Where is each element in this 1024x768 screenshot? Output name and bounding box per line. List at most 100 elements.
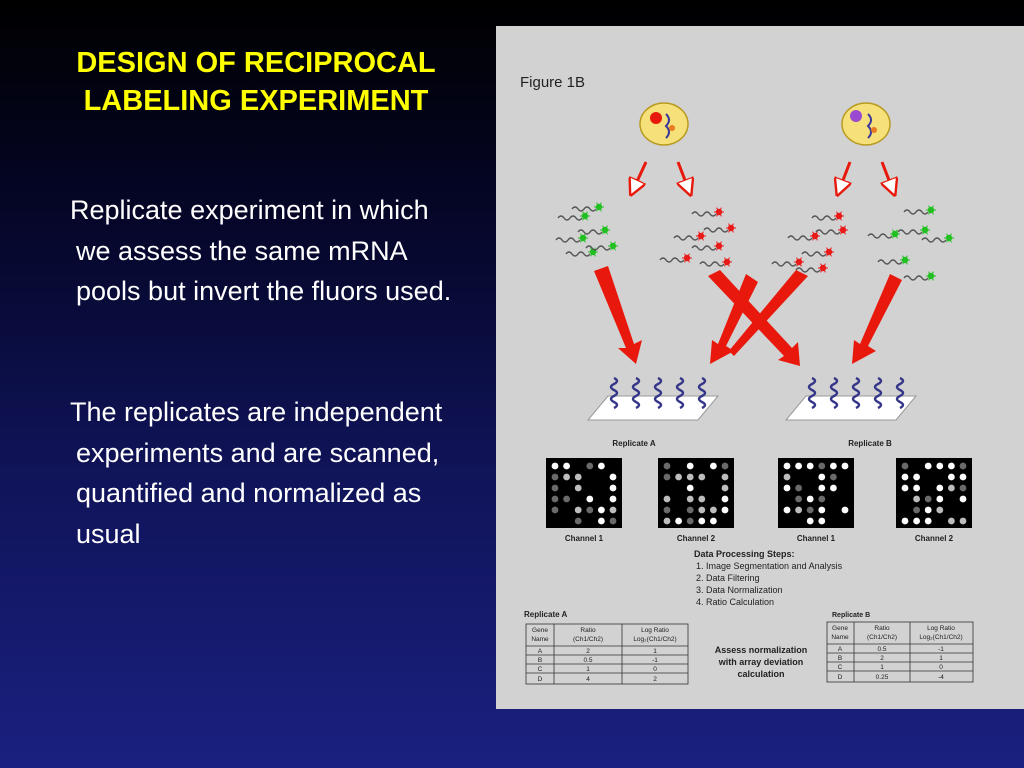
- table-b-cell: 2: [880, 655, 884, 662]
- channel2-label-b: Channel 2: [915, 534, 954, 543]
- table-b-header-ratio-1: Ratio: [874, 625, 890, 632]
- table-b-cell: C: [838, 664, 843, 671]
- table-a-cell: B: [538, 657, 542, 664]
- cell-left-icon: [639, 102, 689, 146]
- table-b-cell: 0.25: [876, 674, 889, 681]
- mrna-strand-icon: [795, 263, 828, 273]
- table-a-cell: 4: [586, 676, 590, 683]
- table-b-header-log-1: Log Ratio: [927, 625, 955, 632]
- table-b-cell: A: [838, 646, 843, 653]
- figure-diagram: Figure 1B: [520, 74, 974, 685]
- step-1: 1. Image Segmentation and Analysis: [696, 561, 843, 571]
- mrna-strand-icon: [571, 202, 604, 212]
- mrna-strand-icon: [699, 257, 732, 267]
- table-b-header-log-2: Log₂(Ch1/Ch2): [919, 634, 962, 641]
- table-b-cell: B: [838, 655, 842, 662]
- table-b-header-gene-2: Name: [831, 634, 849, 641]
- probe-strand-icon: [851, 376, 861, 410]
- mrna-strand-icon: [811, 211, 844, 221]
- channel1-label-a: Channel 1: [565, 534, 604, 543]
- channel2-label-a: Channel 2: [677, 534, 716, 543]
- table-b-cell: 1: [880, 664, 884, 671]
- probe-strand-icon: [697, 376, 707, 410]
- mrna-strand-icon: [897, 225, 930, 235]
- table-b-cell: -4: [938, 674, 944, 681]
- assess-line-2: with array deviation: [718, 657, 804, 667]
- table-b-cell: 0.5: [877, 646, 886, 653]
- replicate-a-label: Replicate A: [612, 439, 655, 448]
- figure-title: Figure 1B: [520, 74, 585, 91]
- mrna-strand-icon: [815, 225, 848, 235]
- step-3: 3. Data Normalization: [696, 585, 783, 595]
- table-b-label: Replicate B: [832, 612, 870, 619]
- microarray-scans: [546, 458, 972, 528]
- probe-strand-icon: [807, 376, 817, 410]
- microarray-scan: [658, 458, 734, 528]
- big-arrows: [594, 266, 902, 366]
- mrna-strand-icon: [659, 253, 692, 263]
- replicate-b-label: Replicate B: [848, 439, 892, 448]
- mrna-strand-icon: [921, 233, 954, 243]
- table-b-cell: D: [838, 674, 843, 681]
- table-a-header-log-1: Log Ratio: [641, 627, 669, 634]
- steps-heading: Data Processing Steps:: [694, 549, 795, 559]
- title-line-2: LABELING EXPERIMENT: [83, 85, 429, 117]
- mrna-strand-icon: [877, 255, 910, 265]
- mrna-strand-icon: [903, 205, 936, 215]
- figure-1b: Figure 1B: [496, 26, 1024, 709]
- table-a-cell: -1: [652, 657, 658, 664]
- mrna-strand-icon: [703, 223, 736, 233]
- table-a-cell: A: [538, 648, 543, 655]
- table-b-cell: 0: [939, 664, 943, 671]
- table-a-header-gene-2: Name: [531, 636, 549, 643]
- table-b: [826, 621, 974, 683]
- table-b-cell: -1: [938, 646, 944, 653]
- table-a-cell: 0: [653, 666, 657, 673]
- probe-strand-icon: [631, 376, 641, 410]
- table-a-cell: 1: [653, 648, 657, 655]
- paragraph-independent: The replicates are independent experimen…: [70, 397, 443, 549]
- step-2: 2. Data Filtering: [696, 573, 760, 583]
- assess-line-3: calculation: [737, 669, 784, 679]
- mrna-strand-icon: [801, 247, 834, 257]
- table-b-header-gene-1: Gene: [832, 625, 848, 632]
- probe-strand-icon: [653, 376, 663, 410]
- mrna-strand-icon: [691, 207, 724, 217]
- microarray-scan: [546, 458, 622, 528]
- mrna-strand-icon: [673, 231, 706, 241]
- mrna-strand-icon: [903, 271, 936, 281]
- mrna-strand-icon: [557, 211, 590, 221]
- table-a-cell: 0.5: [583, 657, 592, 664]
- table-a-cell: 1: [586, 666, 590, 673]
- table-a-header-ratio-1: Ratio: [580, 627, 596, 634]
- table-a-cell: 2: [586, 648, 590, 655]
- probe-strand-icon: [895, 376, 905, 410]
- mrna-strand-icon: [577, 225, 610, 235]
- table-b-cell: 1: [939, 655, 943, 662]
- probe-strand-icon: [873, 376, 883, 410]
- table-a-label: Replicate A: [524, 610, 567, 619]
- table-b-header-ratio-2: (Ch1/Ch2): [867, 634, 897, 641]
- probe-strand-icon: [609, 376, 619, 410]
- table-a-cell: C: [538, 666, 543, 673]
- channel1-label-b: Channel 1: [797, 534, 836, 543]
- mrna-strand-icon: [585, 241, 618, 251]
- table-a-cell: D: [538, 676, 543, 683]
- table-a-header-gene-1: Gene: [532, 627, 548, 634]
- mrna-strand-icon: [691, 241, 724, 251]
- cell-right-icon: [841, 102, 891, 146]
- microarray-scan: [896, 458, 972, 528]
- probe-strand-icon: [829, 376, 839, 410]
- split-arrows: [634, 161, 892, 188]
- mrna-strand-icon: [555, 233, 588, 243]
- probe-strand-icon: [675, 376, 685, 410]
- paragraph-replicate: Replicate experiment in which we assess …: [70, 195, 452, 306]
- step-4: 4. Ratio Calculation: [696, 597, 774, 607]
- probes: [609, 376, 905, 410]
- table-a-header-log-2: Log₂(Ch1/Ch2): [633, 636, 676, 643]
- mrna-groups: [555, 202, 954, 281]
- mrna-strand-icon: [771, 257, 804, 267]
- slide-title: DESIGN OF RECIPROCAL LABELING EXPERIMENT: [18, 44, 494, 120]
- assess-line-1: Assess normalization: [715, 645, 808, 655]
